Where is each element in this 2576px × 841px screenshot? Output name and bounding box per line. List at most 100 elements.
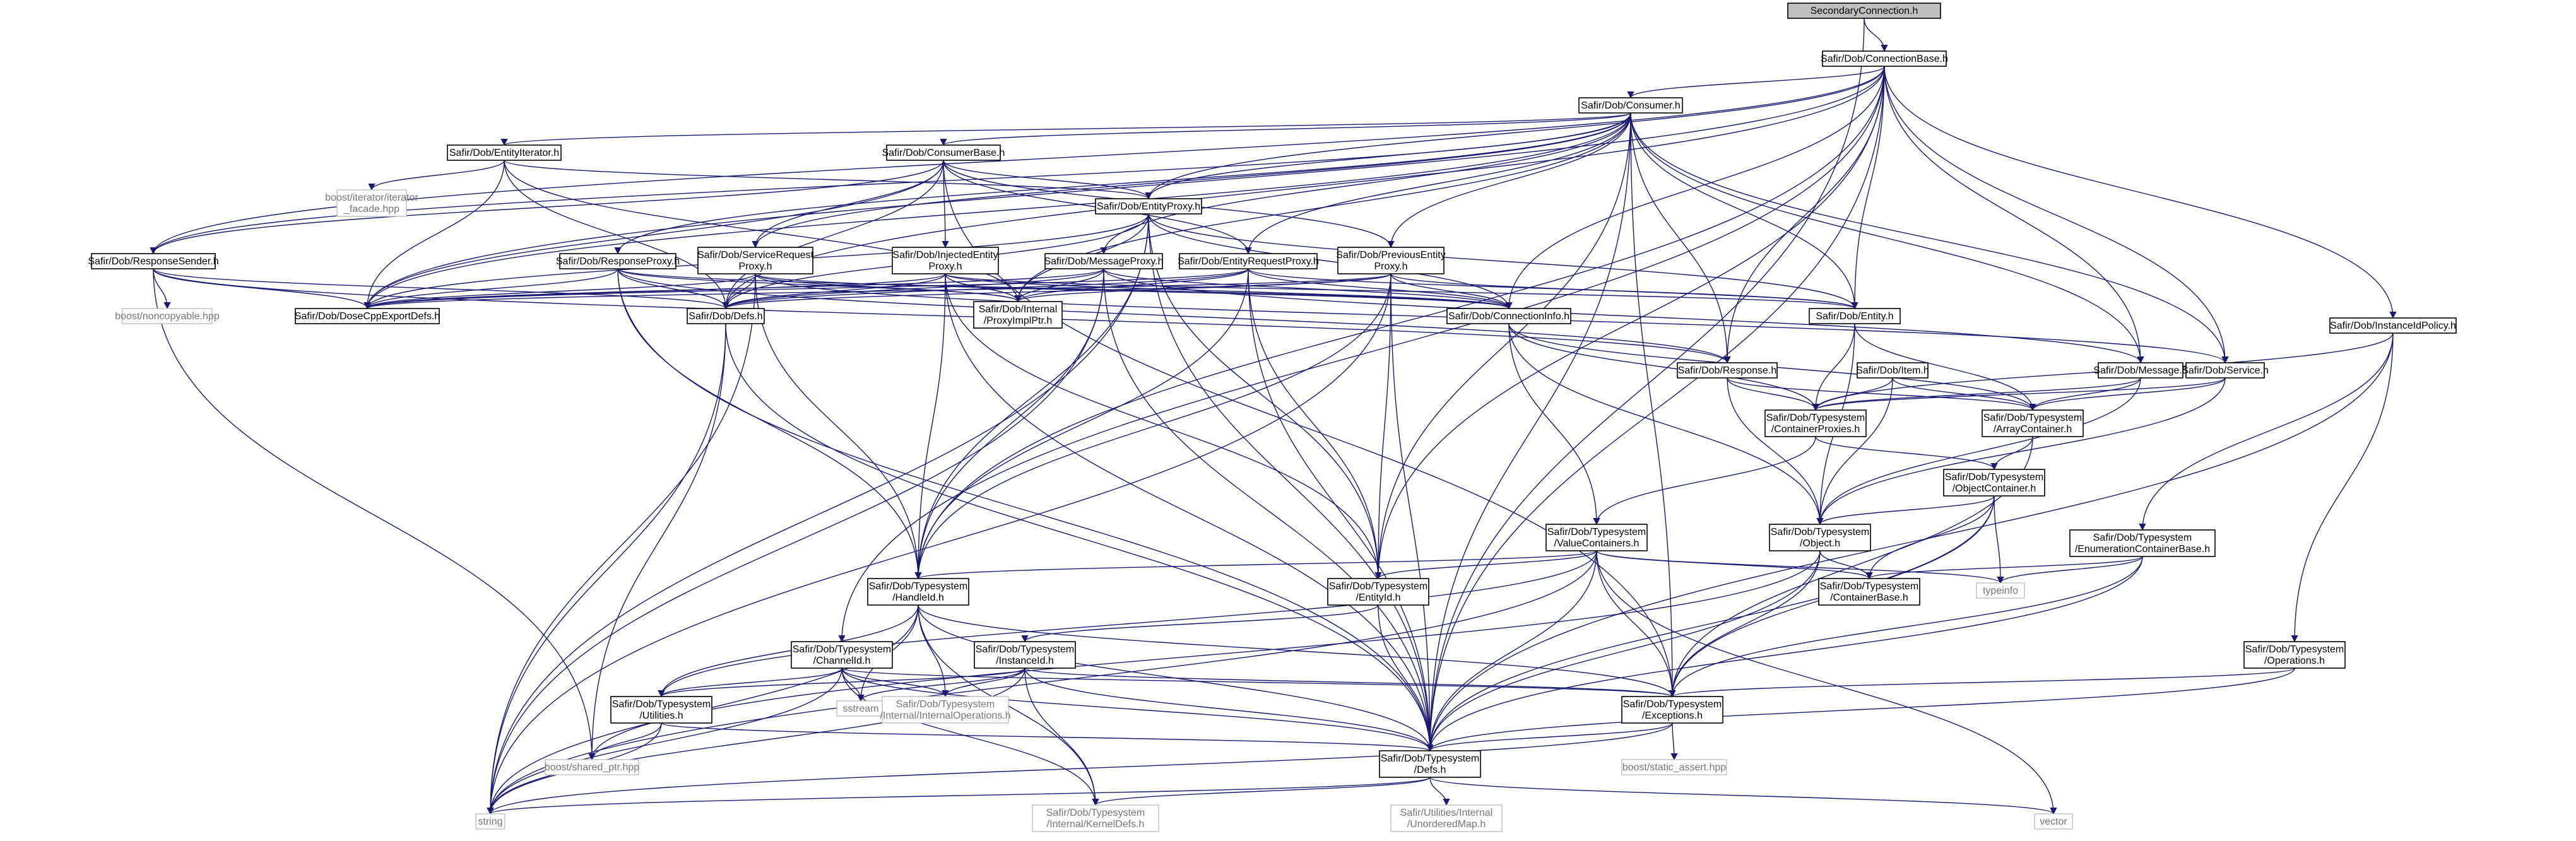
node-safir-utilities-internal-unorderedmap-h: Safir/Utilities/Internal/UnorderedMap.h (1390, 804, 1503, 832)
node-safir-dob-connectionbase-h[interactable]: Safir/Dob/ConnectionBase.h (1821, 50, 1948, 67)
edge-n38-n44 (661, 722, 1434, 752)
edge-n28-n33 (1596, 550, 1873, 580)
node-safir-dob-item-h[interactable]: Safir/Dob/Item.h (1856, 362, 1929, 379)
edge-n12-n44 (1103, 268, 1434, 752)
node-safir-dob-instanceidpolicy-h[interactable]: Safir/Dob/InstanceIdPolicy.h (2329, 317, 2457, 334)
edge-n35-n41 (841, 668, 1676, 698)
edge-n2-n14 (1387, 112, 1631, 249)
node-label: Safir/Dob/EntityIterator.h (449, 148, 559, 158)
node-safir-dob-messageproxy-h[interactable]: Safir/Dob/MessageProxy.h (1044, 253, 1164, 269)
edge-n30-n44 (1426, 556, 2143, 752)
node-safir-dob-typesystem-enumerationcontainerbase-h[interactable]: Safir/Dob/Typesystem/EnumerationContaine… (2069, 529, 2216, 557)
node-safir-dob-typesystem-instanceid-h[interactable]: Safir/Dob/Typesystem/InstanceId.h (974, 641, 1076, 669)
node-safir-dob-typesystem-operations-h[interactable]: Safir/Dob/Typesystem/Operations.h (2243, 641, 2346, 669)
node-safir-dob-consumer-h[interactable]: Safir/Dob/Consumer.h (1578, 97, 1683, 114)
dependency-nodes: SecondaryConnection.hSafir/Dob/Connectio… (88, 3, 2457, 832)
edge-n21-n29 (1816, 377, 1893, 526)
edge-n36-n39 (857, 668, 1025, 702)
node-label: Safir/Dob/Typesystem (1381, 753, 1480, 764)
node-label: Safir/Dob/ConsumerBase.h (882, 148, 1005, 158)
edge-n12-n18 (1103, 268, 1513, 310)
node-safir-dob-connectioninfo-h[interactable]: Safir/Dob/ConnectionInfo.h (1446, 308, 1571, 324)
node-safir-dob-typesystem-handleid-h[interactable]: Safir/Dob/Typesystem/HandleId.h (867, 578, 969, 606)
node-safir-dob-typesystem-containerproxies-h[interactable]: Safir/Dob/Typesystem/ContainerProxies.h (1764, 409, 1867, 437)
edge-n14-n44 (1390, 273, 1434, 752)
node-label: Safir/Dob/Response.h (1678, 365, 1777, 376)
node-safir-dob-typesystem-containerbase-h[interactable]: Safir/Dob/Typesystem/ContainerBase.h (1818, 578, 1920, 606)
node-label: Safir/Dob/Typesystem (1547, 527, 1646, 538)
edge-n2-n3 (501, 112, 1631, 146)
node-safir-dob-responsesender-h[interactable]: Safir/Dob/ResponseSender.h (88, 253, 219, 269)
node-box (1769, 524, 1871, 551)
edge-n13-n32 (1248, 268, 1382, 580)
node-label: /ValueContainers.h (1554, 538, 1640, 549)
node-box (1857, 362, 1929, 379)
edge-n35-n44 (841, 668, 1434, 752)
edge-n9-n44 (617, 268, 1434, 752)
node-safir-dob-dosecppexportdefs-h[interactable]: Safir/Dob/DoseCppExportDefs.h (295, 308, 440, 324)
node-secondaryconnection-h[interactable]: SecondaryConnection.h (1787, 3, 1941, 19)
node-label: Safir/Dob/InjectedEntity (892, 250, 998, 261)
node-safir-dob-message-h[interactable]: Safir/Dob/Message.h (2093, 362, 2188, 379)
edge-n2-n41 (1630, 112, 1676, 698)
node-safir-dob-typesystem-valuecontainers-h[interactable]: Safir/Dob/Typesystem/ValueContainers.h (1545, 524, 1648, 551)
node-label: Safir/Dob/Typesystem (869, 581, 968, 592)
edge-n14-n15 (364, 273, 1391, 310)
node-boost-iterator-iterator-facade-hpp: boost/iterator/iterator_facade.hpp (325, 189, 418, 217)
edge-n14-n32 (1374, 273, 1391, 580)
node-safir-dob-entityiterator-h[interactable]: Safir/Dob/EntityIterator.h (447, 144, 562, 161)
edge-n27-n29 (1816, 495, 1995, 526)
node-safir-dob-typesystem-utilities-h[interactable]: Safir/Dob/Typesystem/Utilities.h (610, 696, 712, 724)
edge-n2-n23 (1630, 112, 2229, 364)
node-safir-dob-response-h[interactable]: Safir/Dob/Response.h (1677, 362, 1778, 379)
node-label: boost/static_assert.hpp (1622, 762, 1727, 773)
node-box (1032, 804, 1159, 832)
node-sstream: sstream (836, 700, 885, 717)
node-label: /Utilities.h (639, 710, 683, 721)
edge-n31-n40 (918, 604, 949, 698)
edge-n32-n44 (1378, 604, 1434, 752)
edge-n21-n26 (1892, 377, 2036, 411)
node-label: Proxy.h (928, 261, 962, 272)
edge-n7-n42 (153, 268, 596, 761)
node-safir-dob-service-h[interactable]: Safir/Dob/Service.h (2182, 362, 2269, 379)
edge-n1-n22 (1884, 66, 2144, 364)
node-label: Safir/Dob/ResponseSender.h (88, 256, 218, 267)
node-box (1446, 308, 1571, 324)
node-label: SecondaryConnection.h (1811, 6, 1918, 16)
node-safir-dob-typesystem-channelid-h[interactable]: Safir/Dob/Typesystem/ChannelId.h (791, 641, 893, 669)
node-safir-dob-entityproxy-h[interactable]: Safir/Dob/EntityProxy.h (1095, 198, 1202, 215)
node-safir-dob-internal-proxyimplptr-h[interactable]: Safir/Dob/Internal/ProxyImplPtr.h (973, 301, 1063, 329)
node-label: Safir/Dob/Typesystem (612, 699, 711, 710)
node-box (882, 696, 1009, 724)
node-boost-noncopyable-hpp: boost/noncopyable.hpp (115, 308, 220, 324)
edge-n16-n45 (487, 323, 726, 815)
edge-n24-n37 (2291, 332, 2394, 643)
node-safir-dob-typesystem-defs-h[interactable]: Safir/Dob/Typesystem/Defs.h (1379, 750, 1481, 778)
node-typeinfo: typeinfo (1976, 582, 2025, 599)
node-boost-shared-ptr-hpp: boost/shared_ptr.hpp (545, 759, 639, 775)
edge-n36-n41 (1024, 668, 1676, 698)
node-safir-dob-entity-h[interactable]: Safir/Dob/Entity.h (1809, 308, 1901, 324)
node-safir-dob-typesystem-object-h[interactable]: Safir/Dob/Typesystem/Object.h (1769, 524, 1871, 551)
node-safir-dob-responseproxy-h[interactable]: Safir/Dob/ResponseProxy.h (556, 253, 680, 269)
node-box (2034, 813, 2073, 830)
node-safir-dob-typesystem-arraycontainer-h[interactable]: Safir/Dob/Typesystem/ArrayContainer.h (1982, 409, 2084, 437)
edge-n27-n34 (1994, 495, 2004, 584)
edge-n14-n45 (487, 273, 1391, 815)
node-safir-dob-typesystem-exceptions-h[interactable]: Safir/Dob/Typesystem/Exceptions.h (1621, 696, 1723, 724)
node-safir-dob-consumerbase-h[interactable]: Safir/Dob/ConsumerBase.h (882, 144, 1005, 161)
node-safir-dob-defs-h[interactable]: Safir/Dob/Defs.h (687, 308, 765, 324)
node-safir-dob-entityrequestproxy-h[interactable]: Safir/Dob/EntityRequestProxy.h (1178, 253, 1319, 269)
edge-n12-n16 (722, 268, 1104, 310)
node-safir-dob-typesystem-objectcontainer-h[interactable]: Safir/Dob/Typesystem/ObjectContainer.h (1943, 469, 2045, 497)
node-safir-dob-typesystem-internal-internaloperations-h: Safir/Dob/Typesystem/Internal/InternalOp… (880, 696, 1011, 724)
edge-n27-n33 (1865, 495, 1995, 580)
node-label: /Defs.h (1414, 765, 1446, 775)
node-safir-dob-typesystem-entityid-h[interactable]: Safir/Dob/Typesystem/EntityId.h (1327, 578, 1429, 606)
edge-n22-n29 (1816, 377, 2141, 526)
